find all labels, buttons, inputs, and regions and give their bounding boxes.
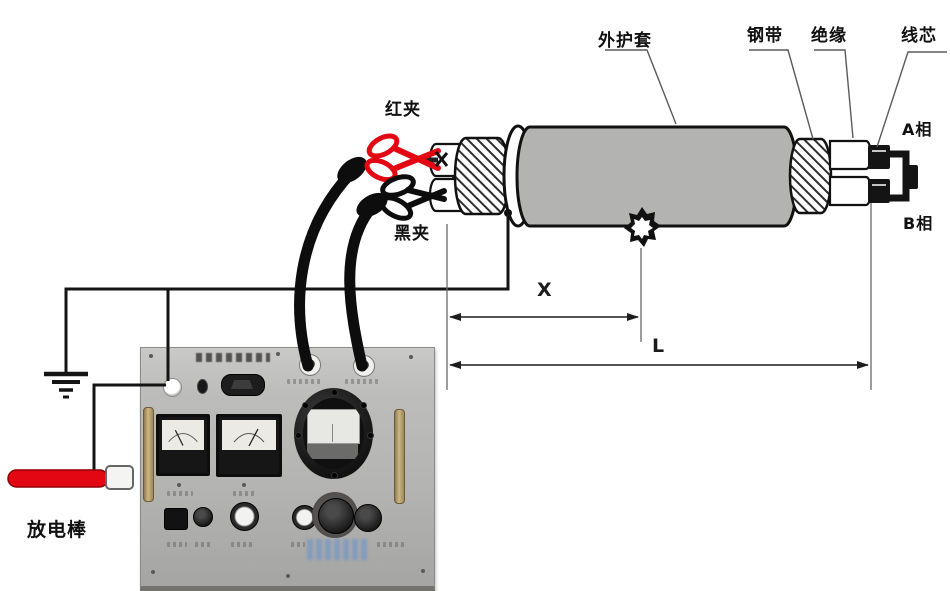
clamp-handle-loop [380,174,416,198]
post-label-blurred [287,379,323,384]
screw-icon [295,432,302,439]
outer-sheath-label: 外护套 [598,31,652,51]
power-button [164,508,188,530]
core-terminal-b [868,179,890,203]
screw-icon [367,432,374,439]
leader-outer-sheath [605,49,677,125]
red-clamp-lead [294,166,358,372]
phase-b-label: B相 [903,214,934,233]
discharge-rod-body [7,469,109,488]
control-label-blurred [377,542,407,547]
dimension-l-label: L [652,335,665,357]
screw-icon [276,352,280,356]
discharge-rod [7,465,134,490]
screw-icon [151,570,155,574]
sheath-to-earth-wire [64,214,510,372]
steel-tape-band-right [788,137,833,215]
clamp-boot [356,192,388,218]
discharge-rod-wire [92,383,166,481]
selector-knob [230,502,259,531]
control-label-blurred [195,542,211,547]
crt-lower-band [307,444,358,459]
fault-point-inner [631,217,653,239]
control-label-blurred [231,542,253,547]
bracket-block [906,165,918,189]
analog-meter-left [156,414,210,476]
meter-label-blurred [167,491,193,496]
clamp-jaw [405,188,447,209]
analog-meter-right [216,414,282,477]
meter-needle-graphic [168,429,198,446]
insulation-core-right-bottom [828,175,873,207]
insulation-core-right-top [828,139,873,171]
steel-tape-band-left [453,136,511,216]
screw-icon [331,389,338,396]
wire-core-label: 线芯 [901,26,937,46]
screw-icon [331,472,338,479]
test-instrument-panel [140,347,435,591]
screw-icon [360,402,367,409]
black-clamp-lead [344,201,378,372]
clamp-jaw [393,146,441,171]
shorting-bracket [890,150,910,202]
dimension-x-label: X [537,279,552,301]
clamp-boot [337,156,367,184]
screw-icon [409,355,413,359]
control-label-blurred [167,542,187,547]
leader-steel-tape [749,49,814,140]
meter-dial [162,420,204,450]
black-clamp [356,174,447,221]
test-leads [294,133,449,372]
red-clamp [337,133,449,184]
ground-terminal [163,378,182,397]
screw-icon [421,569,425,573]
leader-lines [605,49,947,148]
indicator-lamp [197,379,208,394]
outer-sheath-body [515,125,799,228]
crt-display-bezel [294,388,374,479]
steel-tape-label: 钢带 [747,26,783,46]
small-knob [193,507,213,527]
dimensions [446,203,872,390]
crt-trace-area [307,409,360,444]
post-label-blurred [345,379,381,384]
core-terminal-a [868,145,890,169]
watermark-blurred [307,539,369,560]
screw-icon [149,354,153,358]
black-clamp-label: 黑夹 [394,224,430,244]
clamp-jaw [405,187,447,202]
leader-insulation [814,49,854,139]
carry-handle-left [143,407,154,502]
meter-dial [222,420,276,450]
screw-icon [286,574,290,578]
power-inlet-socket [221,374,265,396]
red-clamp-label: 红夹 [385,100,421,120]
ground-wiring [64,214,510,481]
discharge-rod-handle [105,465,134,490]
clamp-handle-loop [378,195,414,221]
insulation-label: 绝缘 [811,26,847,46]
screw-icon [177,483,181,487]
leader-wire-core [876,51,947,148]
meter-label-blurred [233,491,257,496]
range-knob [318,498,354,534]
meter-needle-graphic [233,428,265,447]
screw-icon [302,402,309,409]
phase-a-label: A相 [902,120,933,139]
discharge-rod-label: 放电棒 [27,519,88,541]
adjust-knob [354,504,382,532]
clamp-handle-loop [366,133,400,159]
carry-handle-right [394,409,405,504]
crt-screen [303,398,364,469]
earth-ground-icon [44,371,88,399]
test-cable [420,124,918,247]
sheath-ground-dot [504,209,512,217]
clamp-tip [434,152,449,167]
panel-title-text-blurred [196,353,270,362]
control-label-blurred [291,542,305,547]
screw-icon [242,483,246,487]
